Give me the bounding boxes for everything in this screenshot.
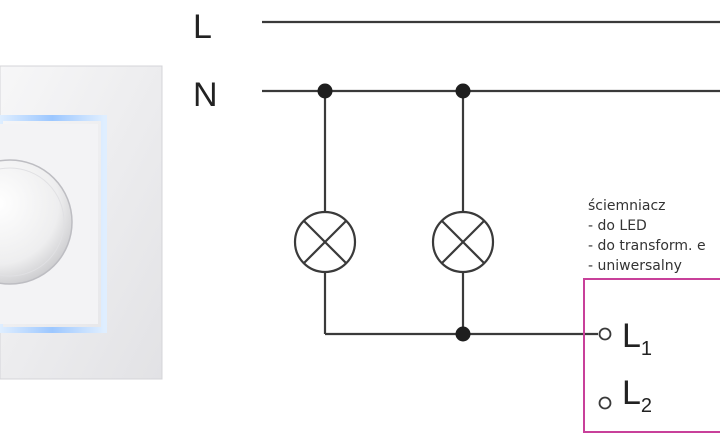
line-rail-label: L: [193, 8, 212, 46]
junction-dot: [317, 83, 333, 99]
dimmer-notes-item: - do LED: [588, 218, 647, 234]
dimmer-notes-title: ściemniacz: [588, 198, 666, 214]
dimmer-led-frame: [0, 115, 107, 333]
dimmer-notes-item: - uniwersalny: [588, 258, 682, 274]
terminal-l1-label: L1: [622, 317, 653, 360]
lamp-1: [293, 210, 357, 274]
terminal-l1-point: [598, 327, 612, 341]
dimmer-notes: ściemniacz - do LED - do transform. e - …: [588, 196, 706, 276]
terminal-l2-point: [598, 396, 612, 410]
dimmer-photo: [0, 65, 163, 380]
junction-dot: [455, 326, 471, 342]
lamp-2: [431, 210, 495, 274]
junction-dot: [455, 83, 471, 99]
dimmer-box: [583, 278, 720, 433]
neutral-rail-label: N: [193, 76, 218, 114]
terminal-l2-label: L2: [622, 374, 653, 417]
dimmer-notes-item: - do transform. e: [588, 238, 706, 254]
